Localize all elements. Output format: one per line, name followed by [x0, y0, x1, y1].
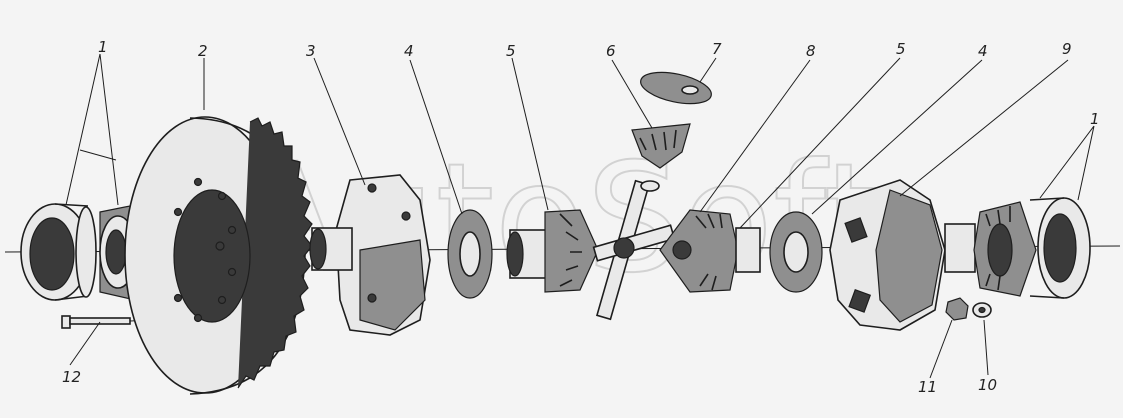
thrust-washer-right — [769, 211, 823, 293]
label-9: 9 — [1062, 40, 1072, 58]
leader-4-right — [811, 59, 983, 215]
label-3: 3 — [306, 42, 316, 60]
diff-case-right — [829, 179, 976, 331]
thrust-washer-left — [447, 209, 493, 299]
label-5-right: 5 — [896, 40, 906, 58]
label-1-right: 1 — [1090, 110, 1100, 128]
label-4-left: 4 — [404, 42, 414, 60]
label-7: 7 — [712, 40, 722, 58]
bearing-cone-right — [973, 201, 1037, 297]
label-4-right: 4 — [978, 42, 988, 60]
label-12: 12 — [62, 368, 81, 386]
side-gear-right — [659, 209, 761, 293]
leader-8 — [699, 59, 811, 213]
pinion-gear — [631, 123, 691, 169]
leader-10 — [983, 319, 989, 376]
side-gear-left — [506, 209, 599, 293]
leader-1-right — [1039, 125, 1095, 201]
label-10: 10 — [978, 376, 997, 394]
leader-5-right — [739, 57, 901, 229]
nut-11 — [945, 297, 969, 321]
leader-11 — [929, 319, 953, 379]
leader-9 — [899, 59, 1069, 197]
label-2: 2 — [198, 42, 208, 60]
leader-12 — [69, 321, 101, 366]
label-11: 11 — [918, 378, 937, 396]
leader-6 — [611, 59, 653, 129]
spider-cross — [592, 179, 676, 321]
pinion-washer — [640, 71, 712, 105]
bearing-cup-left — [20, 203, 97, 301]
label-5-left: 5 — [506, 42, 516, 60]
label-6: 6 — [606, 42, 616, 60]
washer-10 — [972, 302, 992, 318]
ring-gear — [124, 116, 313, 395]
label-8: 8 — [806, 42, 816, 60]
leader-1-left — [65, 53, 119, 206]
leader-3 — [313, 57, 366, 186]
diff-case-left — [309, 174, 431, 336]
label-1-left: 1 — [98, 38, 108, 56]
leader-4-left — [409, 59, 463, 215]
leader-5-left — [511, 57, 549, 211]
leader-7 — [699, 57, 717, 83]
bearing-cup-right — [1029, 197, 1091, 299]
